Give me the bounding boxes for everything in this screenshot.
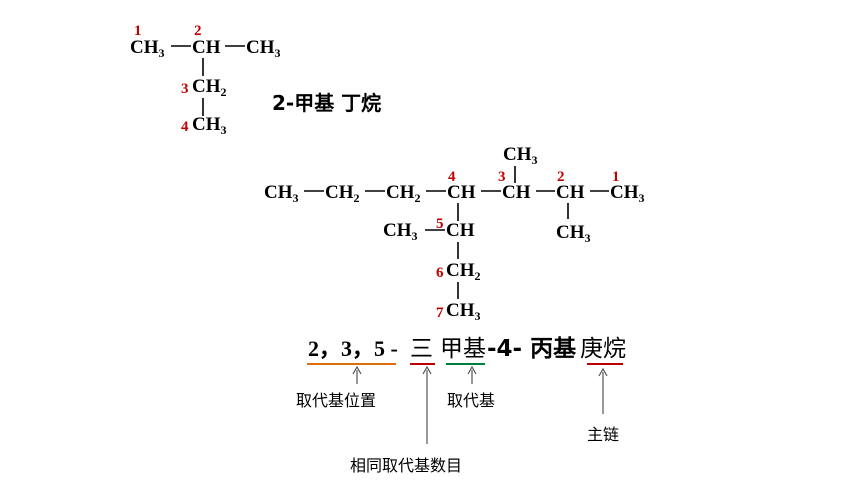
mol1-c2: CH <box>192 37 221 58</box>
arrowhead-positions <box>352 365 362 375</box>
mol1-c2-branch: CH3 <box>246 37 281 60</box>
molecule-2: CH3 4 3 2 1 CH3 CH2 CH2 CH CH CH CH3 CH3… <box>264 144 645 323</box>
label-substituent: 取代基 <box>447 391 495 410</box>
mol2-number-7: 7 <box>436 305 444 321</box>
mol2-c5: CH <box>446 220 475 241</box>
arrowhead-main-chain <box>598 367 608 377</box>
name-substituent: 甲基 <box>440 336 486 362</box>
mol1-c3: CH2 <box>192 76 227 99</box>
mol1-name: 2-甲基 丁烷 <box>272 91 381 115</box>
mol1-number-4: 4 <box>181 119 189 135</box>
mol2-number-3: 3 <box>498 169 506 185</box>
mol2-chain-c4: CH <box>447 182 476 203</box>
mol1-number-1: 1 <box>134 23 142 39</box>
iupac-name: 2，3，5 - 三 甲基 -4- 丙基 庚烷 <box>307 336 626 365</box>
mol2-chain-ch3-left: CH3 <box>264 182 299 205</box>
arrowhead-same-count <box>422 365 432 375</box>
label-same-count: 相同取代基数目 <box>350 456 462 475</box>
name-locants: 2，3，5 - <box>308 336 398 361</box>
molecule-1: 1 2 CH3 CH CH3 3 CH2 4 CH3 2-甲基 丁烷 <box>130 23 381 137</box>
mol2-chain-ch2-1: CH2 <box>325 182 360 205</box>
mol2-chain-c2: CH <box>556 182 585 203</box>
mol2-chain-ch2-2: CH2 <box>386 182 421 205</box>
mol2-low-methyl: CH3 <box>556 222 591 245</box>
label-main-chain: 主链 <box>587 425 619 444</box>
name-count: 三 <box>410 336 433 362</box>
label-positions: 取代基位置 <box>296 391 376 410</box>
mol2-top-methyl: CH3 <box>503 144 538 167</box>
mol1-c4: CH3 <box>192 114 227 137</box>
mol2-number-4: 4 <box>448 169 456 185</box>
mol2-c6: CH2 <box>446 260 481 283</box>
name-mid: -4- 丙基 <box>487 336 577 362</box>
mol1-number-2: 2 <box>194 23 202 39</box>
mol1-number-3: 3 <box>181 81 189 97</box>
mol2-number-6: 6 <box>436 265 444 281</box>
mol2-chain-c3: CH <box>502 182 531 203</box>
annotations: 取代基位置 取代基 相同取代基数目 主链 <box>296 365 619 475</box>
mol1-c1: CH3 <box>130 37 165 60</box>
arrowhead-substituent <box>467 365 477 375</box>
mol2-chain-c1: CH3 <box>610 182 645 205</box>
mol2-number-5: 5 <box>436 216 444 232</box>
name-chain: 庚烷 <box>580 336 626 362</box>
mol2-number-2: 2 <box>557 169 565 185</box>
mol2-side-methyl: CH3 <box>383 220 418 243</box>
mol2-number-1: 1 <box>612 169 620 185</box>
mol2-c7: CH3 <box>446 300 481 323</box>
